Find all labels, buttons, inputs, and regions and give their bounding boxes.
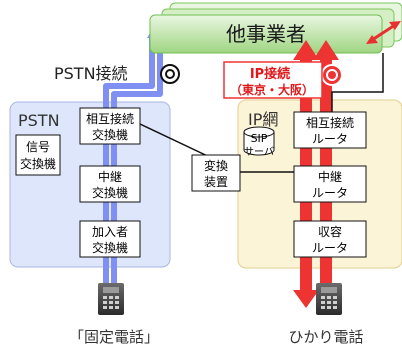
hikari-phone-icon [316,283,342,315]
subscriber-exchange-line1: 加入者 [92,225,128,239]
fixed-phone-icon [98,283,124,315]
ip-network-title: IP網 [248,110,278,129]
ip-connection-label-box [223,61,323,99]
interconnect-exchange-line2: 交換機 [92,127,128,142]
carrier-label: 他事業者 [226,22,306,46]
interconnect-router-box [293,111,367,149]
converter-box [191,154,241,192]
ip-connection-line2: （東京・大阪） [230,82,314,97]
converter-line2: 装置 [204,175,228,189]
interconnect-router-line1: 相互接続 [306,115,354,130]
signal-exchange-line2: 交換機 [20,156,56,171]
double-arrow-icon [366,21,401,44]
relay-router-line2: ルータ [312,186,348,200]
hikari-phone-label: ひかり電話 [288,328,363,346]
relay-exchange-line1: 中継 [98,169,122,184]
pstn-title: PSTN [18,111,60,130]
interconnect-router-line2: ルータ [312,132,348,146]
pstn-connection-marker-icon [160,64,180,84]
sip-server-line2: サーバ [244,146,274,158]
relay-router-box [293,165,367,203]
access-router-line1: 収容 [318,224,342,239]
ip-connection-marker-icon [321,64,343,86]
subscriber-exchange-box [79,220,141,258]
relay-exchange-line2: 交換機 [92,185,128,200]
ip-connection-line1: IP接続 [250,66,290,82]
subscriber-exchange-line2: 交換機 [92,240,128,255]
pstn-connection-label: PSTN接続 [54,64,128,83]
interconnect-exchange-box [79,107,141,145]
relay-exchange-box [79,165,141,203]
signal-exchange-box [15,134,61,176]
ip-connection-line [331,53,384,112]
relay-router-line1: 中継 [318,169,342,184]
fixed-phone-label: 「固定電話」 [69,328,159,346]
access-router-box [293,220,367,258]
interconnect-exchange-line1: 相互接続 [86,111,134,126]
access-router-line2: ルータ [312,241,348,255]
sip-server-line1: SIP [251,132,268,145]
signal-exchange-line1: 信号 [26,140,50,154]
sip-server-icon [243,126,275,156]
converter-line1: 変換 [204,158,228,173]
